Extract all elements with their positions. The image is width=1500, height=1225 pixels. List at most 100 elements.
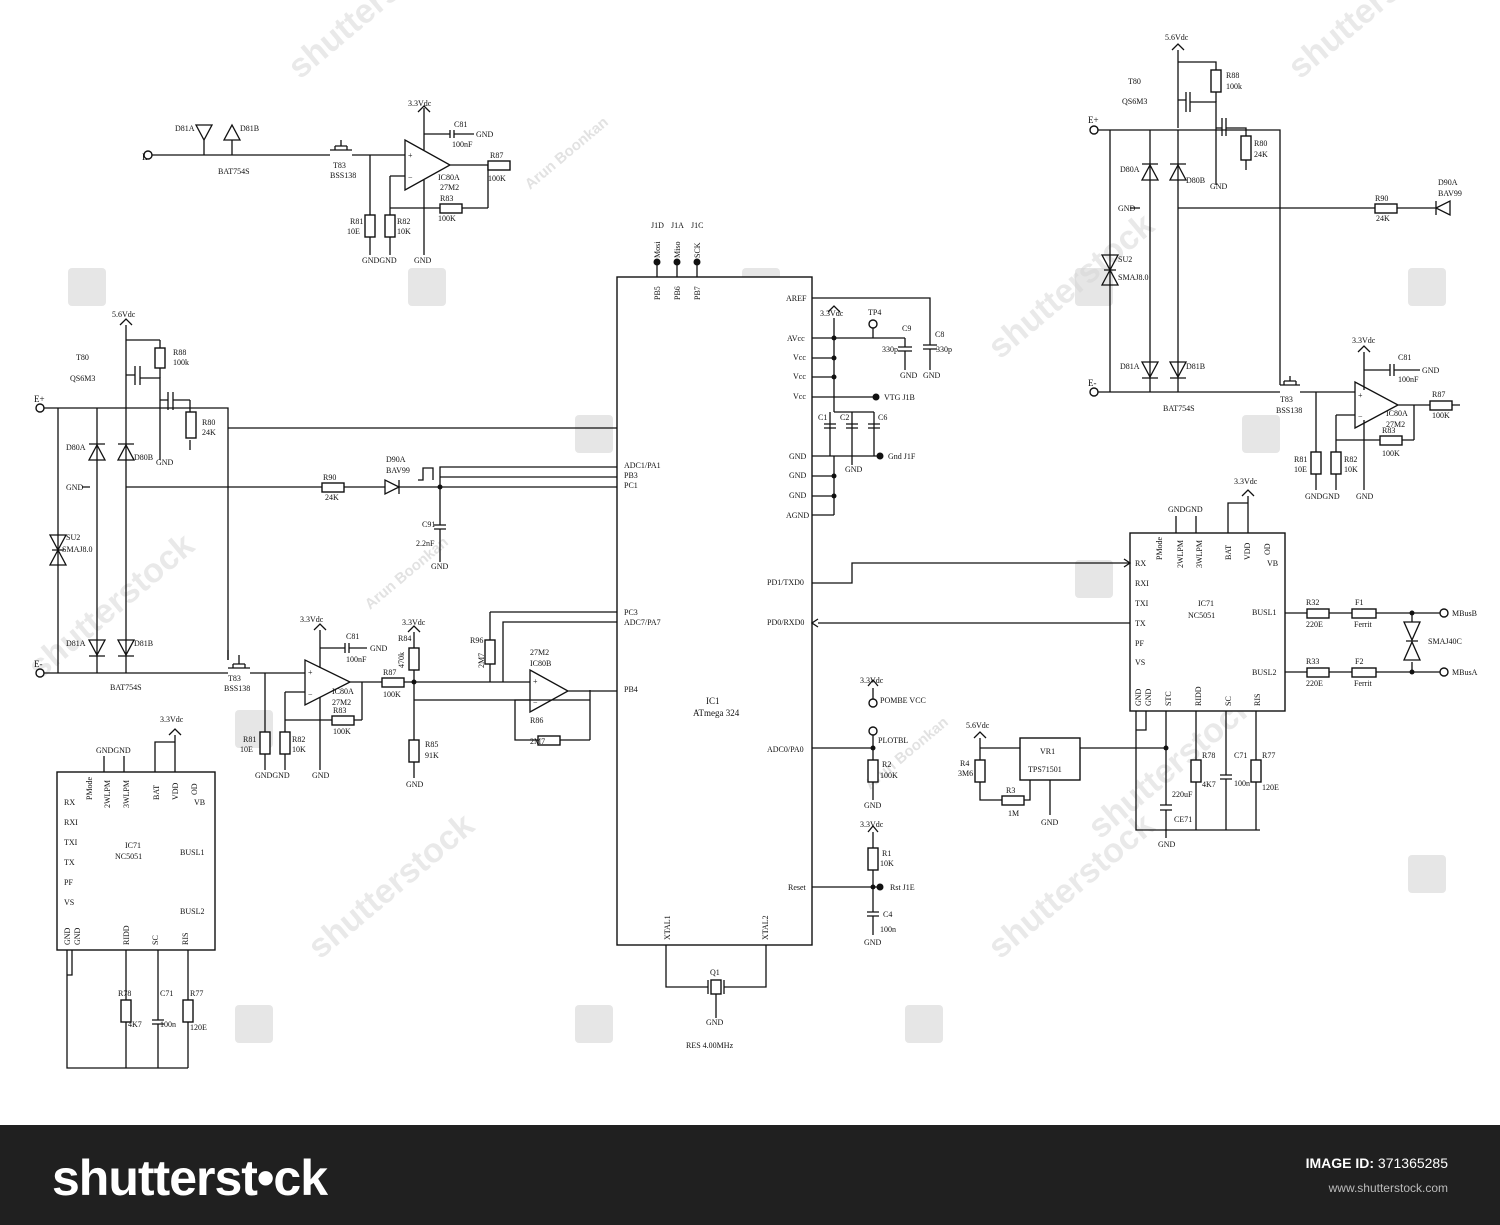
transistor-label: T83 [333,161,346,170]
adc1-input-path: R90 24K D90A BAV99 C91 2.2nF GND [126,455,617,571]
supply-label: 3.3Vdc [860,820,884,829]
test-point-label: TP4 [868,308,881,317]
pin-label: BAT [152,785,161,800]
pin-label: BUSL2 [180,907,204,916]
gnd-label: GND [431,562,449,571]
cap-label: CE71 [1174,815,1192,824]
image-id-value: 371365285 [1377,1155,1448,1171]
tvs-value: SMAJ40C [1428,637,1462,646]
gnd-label: GND [66,483,84,492]
watermark-logo-icon [575,415,613,453]
resistor-value: 100K [880,771,898,780]
pin-label: BUSL2 [1252,668,1276,677]
pin-label: TX [1135,619,1146,628]
resistor-label: R96 [470,636,483,645]
crystal-label: Q1 [710,968,720,977]
gnd-label: GND [900,371,918,380]
resistor-label: R82 [1344,455,1357,464]
gnd-label: GND [845,465,863,474]
transistor-value: BSS138 [330,171,356,180]
pin-label: 3WLPM [122,780,131,808]
pin-label: GND [73,927,82,945]
resistor-value: 470k [397,652,406,668]
opamp-pin: + [533,677,538,686]
pin-label: 2WLPM [1176,540,1185,568]
supply-label: 3.3Vdc [860,676,884,685]
opamp-label: IC80B [530,659,551,668]
pin-label: SC [1224,696,1233,706]
net-label: POMBE VCC [880,696,926,705]
resistor-value: 4K7 [1202,780,1216,789]
diode-label: D81A [66,639,86,648]
ic-ref: IC71 [125,841,141,850]
watermark-logo-icon [1408,268,1446,306]
gnd-label: GND [1041,818,1059,827]
opamp-value: 27M2 [530,648,549,657]
watermark-artist: Arun Boonkan [362,534,452,613]
resistor-value: 10E [240,745,253,754]
supply-label: 3.3Vdc [1234,477,1258,486]
resistor-value: 10K [292,745,306,754]
resistor-value: 91K [425,751,439,760]
diode-label: BAT754S [218,167,250,176]
tvs-label: SU2 [66,533,80,542]
transistor-label: T83 [228,674,241,683]
watermark-logo-icon [905,1005,943,1043]
pin-label: Vcc [793,392,806,401]
pin-label: RIS [181,933,190,945]
gnd-label: GND [156,458,174,467]
transistor-label: T80 [1128,77,1141,86]
cap-value: 100nF [1398,375,1419,384]
pin-label: TXI [64,838,78,847]
fuse-label: F2 [1355,657,1363,666]
resistor-value: 10E [347,227,360,236]
watermark-text: shutterstock [981,206,1162,366]
gnd-label: GND [923,371,941,380]
pin-label: PMode [1155,536,1164,560]
pin-label: BUSL1 [1252,608,1276,617]
pin-label: GND [789,491,807,500]
crystal-value: RES 4.00MHz [686,1041,734,1050]
resistor-value: 1M [1008,809,1019,818]
gnd-label: GND [864,938,882,947]
pin-label: BAT [1224,545,1233,560]
pin-label: PD0/RXD0 [767,618,804,627]
ic-name: NC5051 [1188,611,1215,620]
pin-label: 2WLPM [103,780,112,808]
cap-label: C81 [346,632,359,641]
opamp-label: IC80A [438,173,460,182]
ic-name: NC5051 [115,852,142,861]
opamp-pin: − [408,173,413,182]
gnd-label: GND [864,801,882,810]
reset-section: 3.3Vdc R1 10K Rst J1E C4 100n GND [812,820,915,947]
resistor-label: R84 [398,634,411,643]
diode-label: D80B [134,453,153,462]
pin-label: XTAL2 [761,915,770,940]
pin-label: TX [64,858,75,867]
resistor-label: R82 [292,735,305,744]
pin-label: ADC1/PA1 [624,461,661,470]
gnd-label: GND [370,644,388,653]
diode-label: D90A [1438,178,1458,187]
adc0-section: 3.3Vdc POMBE VCC PLOTBL R2 100K GND [812,676,926,810]
pin-label: ADC7/PA7 [624,618,661,627]
pin-label: GND [63,927,72,945]
vr1-regulator: VR1 TPS71501 5.6Vdc R4 3M6 R3 1M GND [958,721,1081,827]
right-ic71: IC71 NC5051 RX RXI TXI TX PF VS VB BUSL1… [810,477,1478,849]
watermark-text: shutterstock [301,806,482,966]
mbusa-terminal [1439,667,1449,677]
resistor-label: R81 [243,735,256,744]
pin-label: TXI [1135,599,1149,608]
gnd-label: GND [406,780,424,789]
resistor-value: 24K [1376,214,1390,223]
opamp-pin: + [308,668,313,677]
resistor-value: 24K [1254,150,1268,159]
opamp-pin: + [408,151,413,160]
diode-label: BAT754S [1163,404,1195,413]
net-label: E+ [34,394,45,404]
resistor-label: R85 [425,740,438,749]
resistor-value: 100K [1432,411,1450,420]
opamp-pin: − [1358,412,1363,421]
transistor-value: QS6M3 [70,374,95,383]
cap-label: C6 [878,413,887,422]
